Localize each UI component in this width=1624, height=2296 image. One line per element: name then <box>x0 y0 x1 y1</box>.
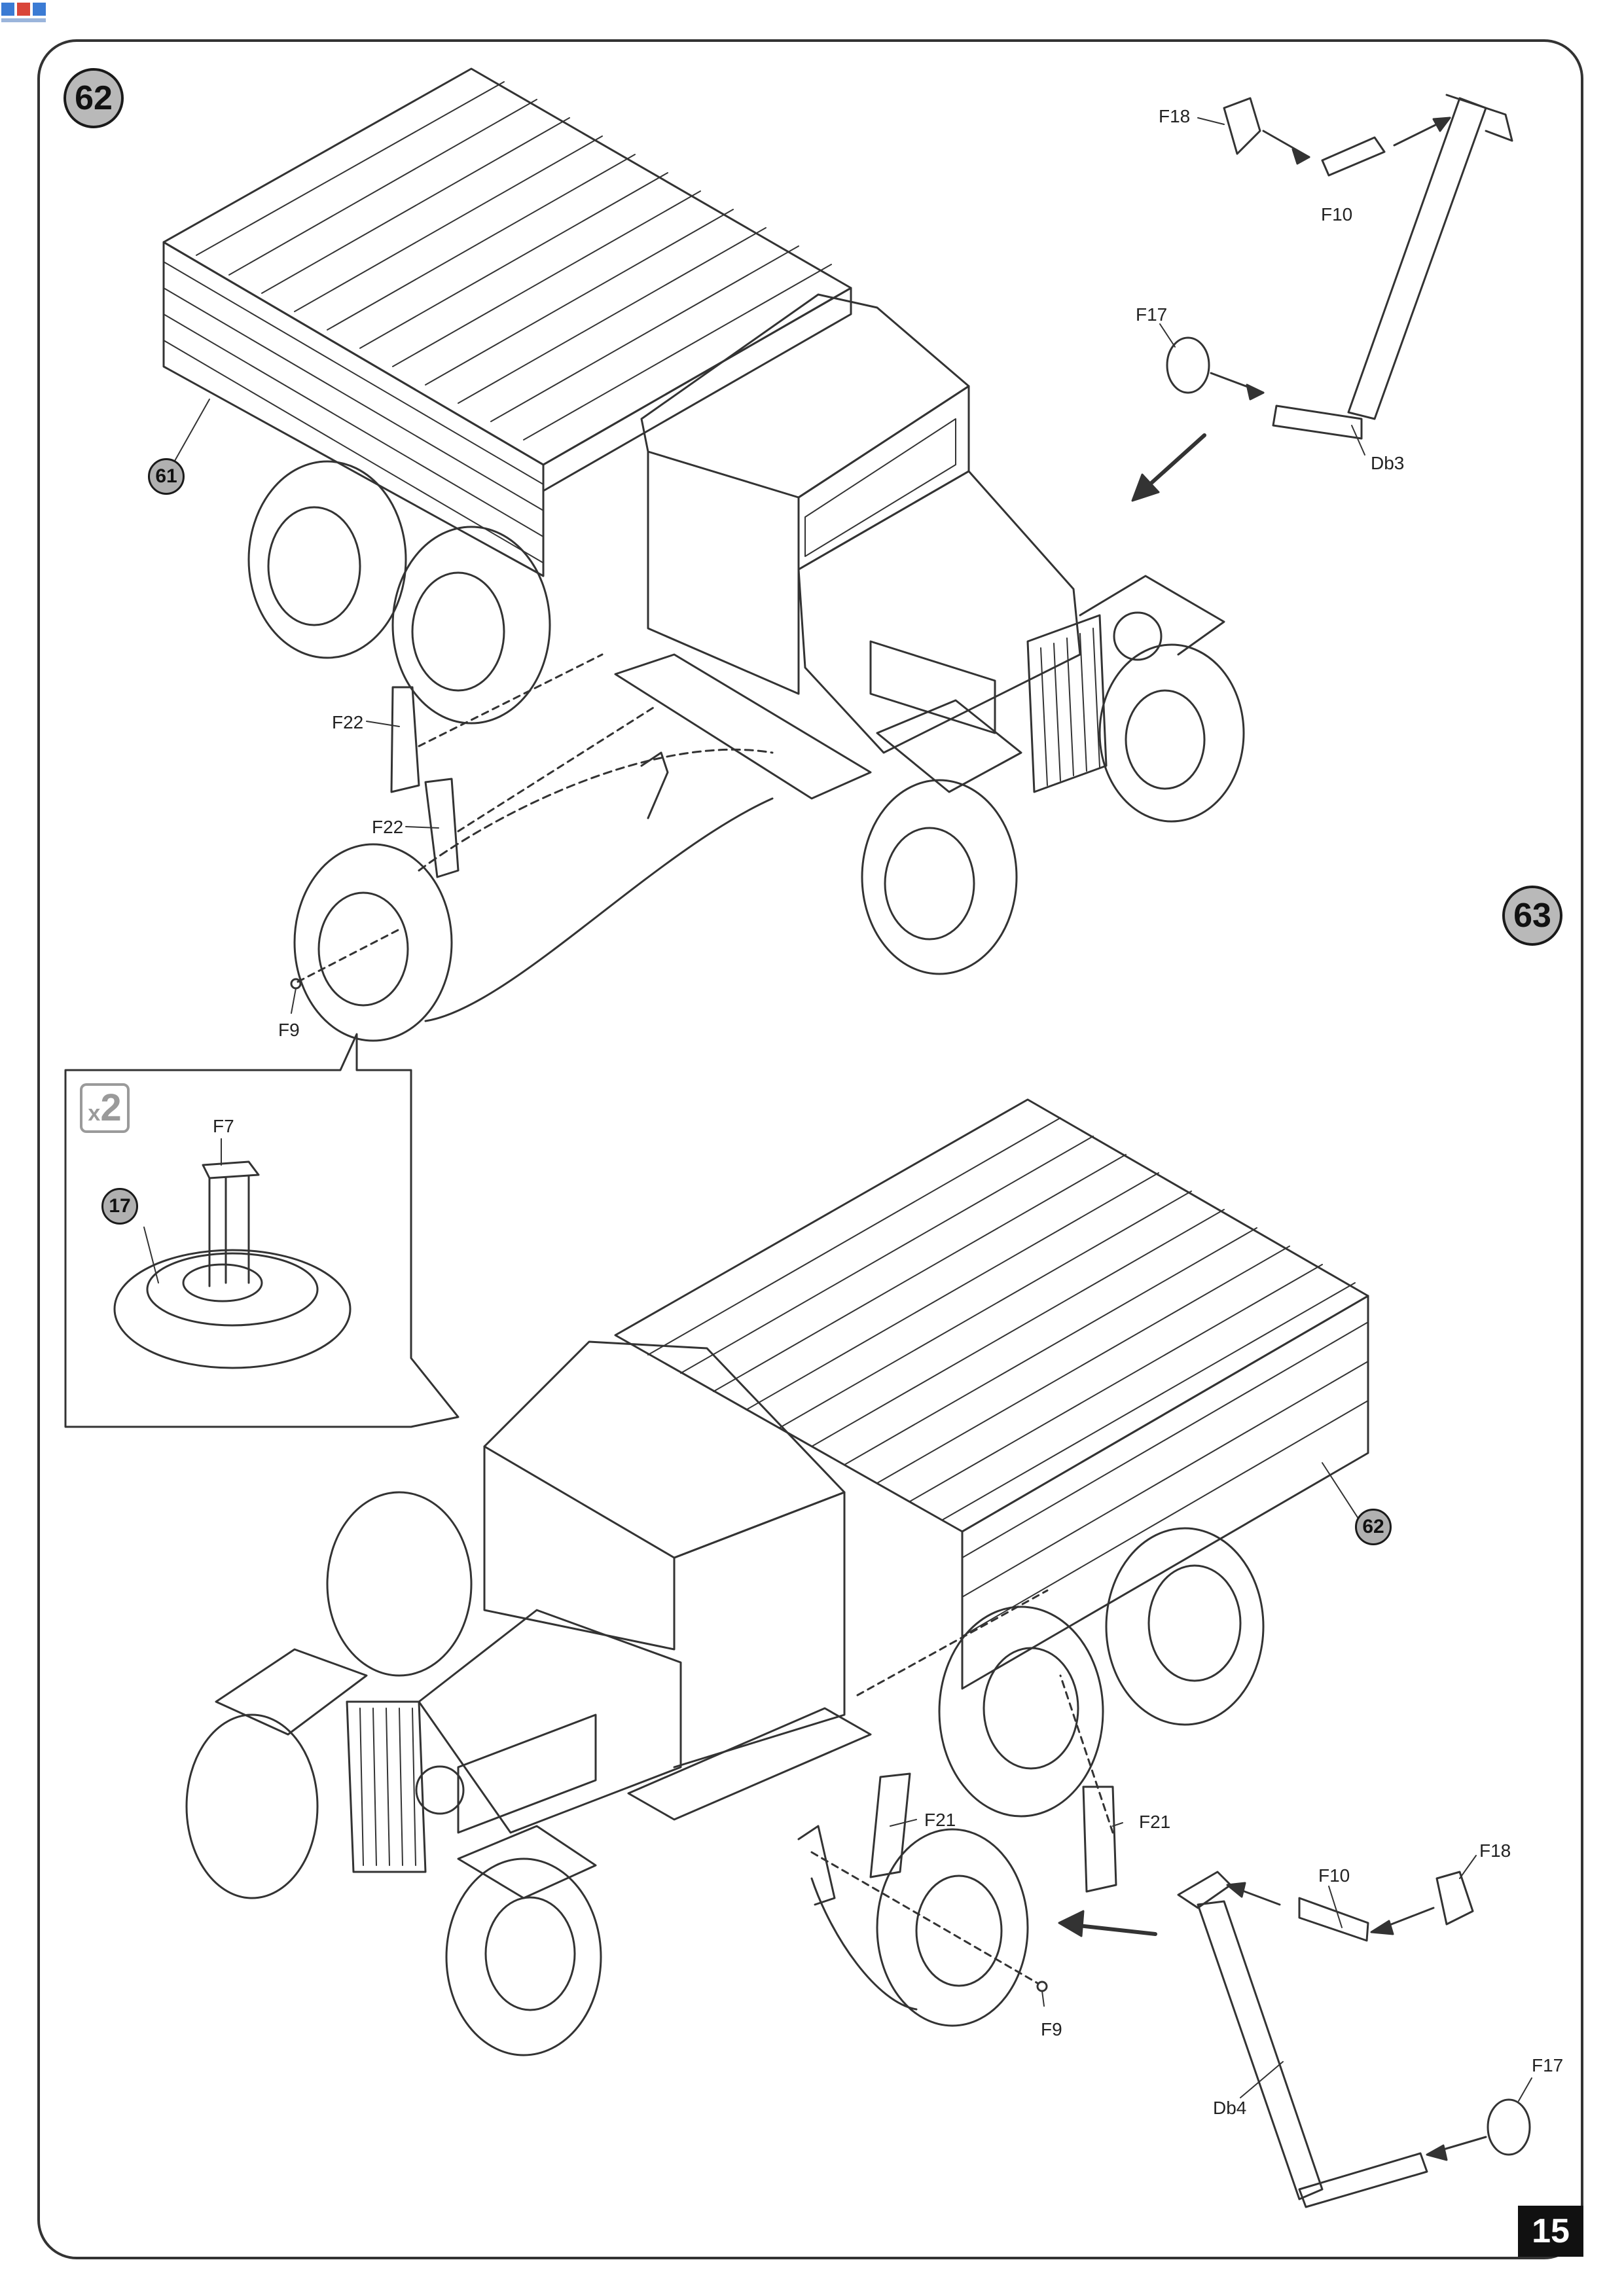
parts-top-right <box>1131 94 1513 502</box>
part-label-f21-a: F21 <box>924 1810 956 1830</box>
part-label-f18-bottom: F18 <box>1479 1840 1511 1861</box>
parts-bottom-right <box>1058 1871 1531 2208</box>
step-number-63: 63 <box>1502 886 1562 946</box>
part-label-f21-b: F21 <box>1139 1812 1171 1832</box>
part-label-f17-top: F17 <box>1136 304 1168 325</box>
part-label-f22-b: F22 <box>372 817 404 837</box>
page-frame <box>37 39 1583 2259</box>
part-label-f10-bottom: F10 <box>1318 1865 1350 1886</box>
truck-rear-view <box>162 67 1245 975</box>
reference-step-61: 61 <box>148 458 185 495</box>
inset-wheel-detail <box>64 1033 460 1428</box>
part-label-f9-bottom: F9 <box>1041 2019 1062 2039</box>
multiplier-prefix: x <box>88 1101 101 1126</box>
truck-front-view <box>185 1098 1369 2056</box>
part-label-f9-top: F9 <box>278 1020 300 1040</box>
part-label-f17-bottom: F17 <box>1532 2055 1564 2075</box>
part-f22 <box>390 653 669 878</box>
step-number-62: 62 <box>63 68 124 128</box>
part-label-f22-a: F22 <box>332 712 364 732</box>
spare-wheel-f9 <box>290 748 774 1042</box>
site-watermark-logo <box>1 3 46 22</box>
part-label-db4: Db4 <box>1213 2098 1247 2118</box>
part-label-f10-top: F10 <box>1321 204 1353 224</box>
part-label-f18-top: F18 <box>1159 106 1191 126</box>
reference-step-17: 17 <box>101 1188 138 1225</box>
reference-step-62: 62 <box>1355 1509 1392 1545</box>
page-number: 15 <box>1518 2206 1583 2257</box>
part-f21 <box>797 1589 1117 1906</box>
multiplier-value: 2 <box>100 1086 122 1129</box>
part-label-db3: Db3 <box>1371 453 1405 473</box>
part-label-f7: F7 <box>213 1116 234 1136</box>
